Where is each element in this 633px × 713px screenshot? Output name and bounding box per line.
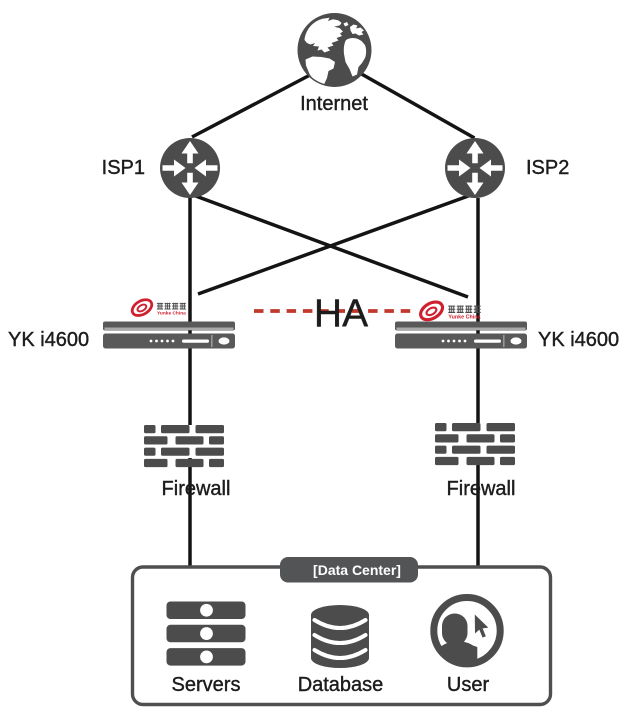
svg-text:HA: HA bbox=[314, 293, 368, 336]
svg-text:ISP1: ISP1 bbox=[102, 157, 145, 179]
svg-text:[Data Center]: [Data Center] bbox=[313, 562, 401, 578]
svg-text:YK i4600: YK i4600 bbox=[8, 329, 89, 351]
svg-text:Firewall: Firewall bbox=[162, 478, 231, 500]
svg-text:ISP2: ISP2 bbox=[526, 157, 569, 179]
svg-text:User: User bbox=[447, 674, 490, 696]
svg-text:Firewall: Firewall bbox=[447, 478, 516, 500]
svg-text:Yunke China: Yunke China bbox=[448, 315, 481, 321]
svg-text:Servers: Servers bbox=[172, 674, 241, 696]
svg-text:Database: Database bbox=[298, 674, 384, 696]
svg-text:Internet: Internet bbox=[300, 93, 368, 115]
svg-text:YK i4600: YK i4600 bbox=[538, 329, 619, 351]
svg-text:Yunke China: Yunke China bbox=[157, 311, 186, 317]
